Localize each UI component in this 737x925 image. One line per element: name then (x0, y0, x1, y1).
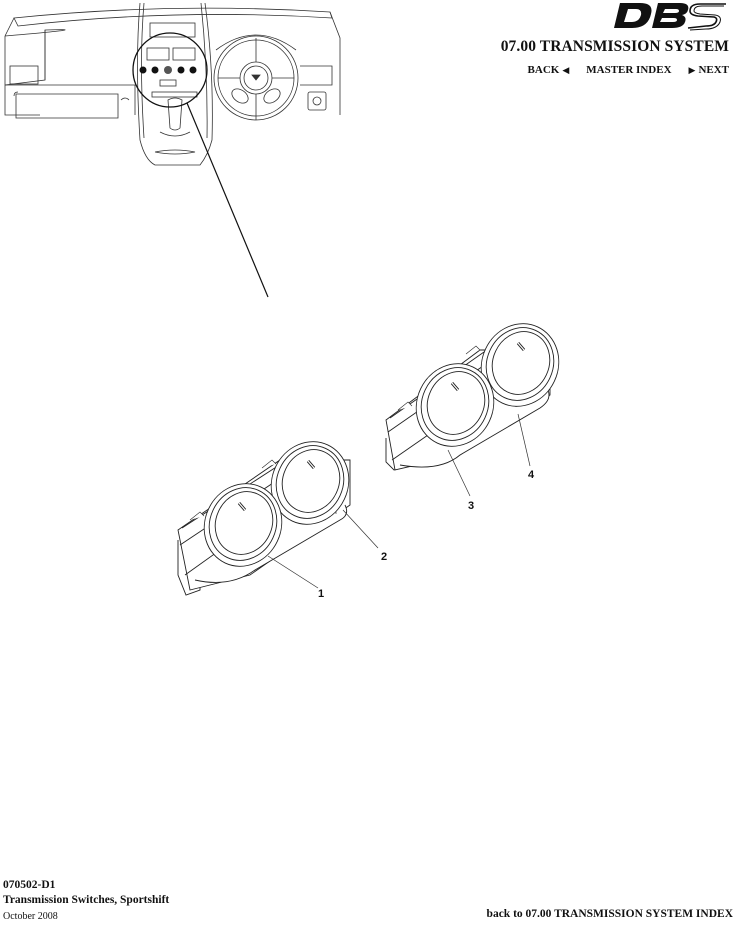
section-title: 07.00 TRANSMISSION SYSTEM (500, 38, 729, 55)
switch-pair-upper (385, 323, 560, 471)
leader-line (186, 102, 269, 298)
highlight-circle (132, 32, 208, 108)
next-link[interactable]: NEXT (698, 64, 729, 76)
callout-4: 4 (528, 469, 535, 481)
triangle-right-icon[interactable]: ▶ (688, 64, 696, 75)
dashboard-overview (4, 2, 341, 166)
dbs-logo (614, 0, 729, 32)
callout-3: 3 (468, 500, 475, 512)
callout-1: 1 (318, 588, 325, 600)
centre-console-buttons (139, 66, 197, 87)
document-date: October 2008 (3, 911, 58, 922)
back-link[interactable]: BACK (527, 64, 560, 76)
document-code: 070502-D1 (3, 879, 56, 891)
document-title: Transmission Switches, Sportshift (3, 894, 170, 906)
navigation-bar: BACK ◀ MASTER INDEX ▶ NEXT (528, 64, 729, 76)
master-index-link[interactable]: MASTER INDEX (586, 64, 672, 76)
switch-pair-lower (177, 441, 351, 596)
back-to-index-link[interactable]: back to 07.00 TRANSMISSION SYSTEM INDEX (486, 908, 733, 920)
triangle-left-icon[interactable]: ◀ (562, 64, 570, 75)
callout-2: 2 (381, 551, 388, 563)
